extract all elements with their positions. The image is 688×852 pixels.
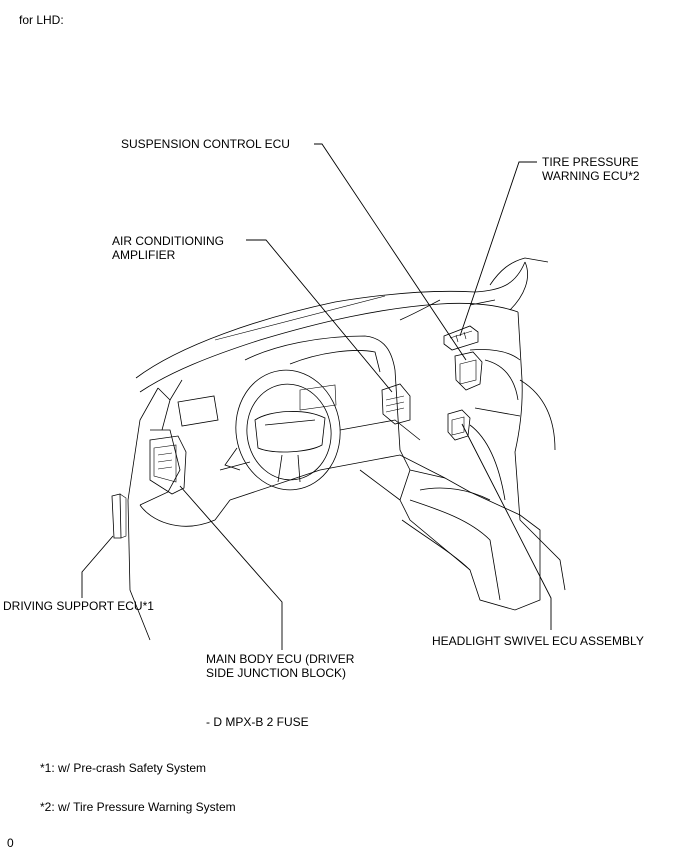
page-marker: 0 (7, 836, 14, 850)
tire-pressure-label-line1: TIRE PRESSURE (542, 155, 639, 169)
main-body-ecu-box (149, 435, 187, 495)
footnote-2: *2: w/ Tire Pressure Warning System (40, 800, 236, 814)
dash-right-side (514, 311, 566, 591)
main-body-label-line2: SIDE JUNCTION BLOCK) (206, 666, 347, 680)
steering-wheel-outer (235, 369, 341, 491)
suspension-control-ecu-box (454, 351, 483, 391)
leader-suspension (314, 143, 467, 361)
steering-wheel-inner (246, 383, 332, 481)
leader-driving-support (81, 535, 114, 598)
variant-label: for LHD: (19, 13, 64, 27)
dash-top-outline-2 (139, 302, 519, 393)
center-console (399, 469, 541, 611)
dash-top-outline (135, 261, 526, 379)
instrument-hood (244, 335, 396, 371)
air-cond-label-line1: AIR CONDITIONING (112, 234, 225, 248)
leader-air-cond (246, 239, 393, 393)
driving-support-label: DRIVING SUPPORT ECU*1 (3, 599, 154, 613)
tire-pressure-ecu-box (443, 325, 479, 351)
leader-main-body (179, 485, 283, 650)
tire-pressure-label-line2: WARNING ECU*2 (542, 169, 640, 183)
footnote-1: *1: w/ Pre-crash Safety System (40, 761, 207, 775)
main-body-label-line1: MAIN BODY ECU (DRIVER (206, 652, 355, 666)
dash-left-side (127, 387, 159, 641)
leader-tire-pressure (459, 161, 537, 337)
dash-windshield-edge (509, 261, 528, 311)
a-pillar (489, 257, 549, 286)
headlight-swivel-ecu-box (447, 409, 471, 441)
leader-headlight (461, 423, 552, 630)
suspension-ecu-label: SUSPENSION CONTROL ECU (121, 137, 290, 151)
driving-support-ecu-box (111, 493, 122, 539)
air-cond-label-line2: AMPLIFIER (112, 248, 176, 262)
headlight-swivel-label: HEADLIGHT SWIVEL ECU ASSEMBLY (432, 634, 644, 648)
fuse-label: - D MPX-B 2 FUSE (206, 715, 309, 729)
air-conditioning-amplifier-box (381, 383, 411, 425)
